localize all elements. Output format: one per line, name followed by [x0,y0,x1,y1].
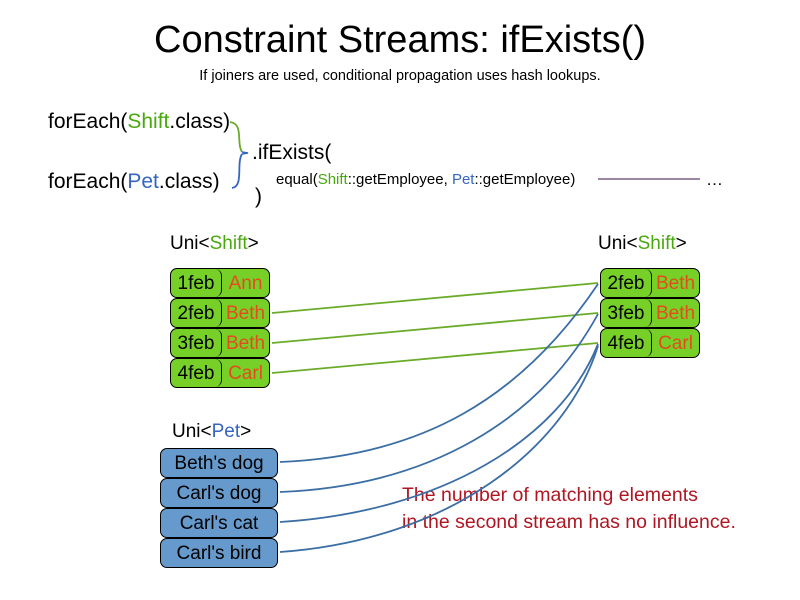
shift-employee: Beth [225,302,266,324]
wire-pet-beths-dog [279,283,599,463]
code-equal-mid: ::getEmployee, [347,171,452,188]
shift-date: 3feb [171,329,222,357]
table-row[interactable]: 4feb Carl [170,358,270,388]
label-type: Shift [637,233,676,254]
annotation-line-1: The number of matching elements [402,484,698,506]
code-equal-type-shift: Shift [317,171,348,188]
shift-employee: Beth [655,272,696,294]
pet-name: Beth's dog [174,452,264,474]
shift-date: 3feb [601,299,652,327]
brace-upper-arm-icon [229,121,243,153]
code-foreach-shift-suffix: .class) [169,110,231,133]
shift-date: 2feb [171,299,222,327]
code-foreach-pet: forEach(Pet.class) [48,169,220,195]
code-equal-suffix: ::getEmployee) [474,171,576,188]
code-equal-type-pet: Pet [451,171,475,188]
wire-shift-2feb [271,282,599,314]
code-foreach-shift: forEach(Shift.class) [48,109,230,135]
code-foreach-pet-type: Pet [127,170,159,193]
table-row[interactable]: 1feb Ann [170,268,270,298]
code-equal-joiner: equal(Shift::getEmployee, Pet::getEmploy… [276,170,575,189]
code-ellipsis: … [706,170,723,189]
annotation-line-2: in the second stream has no influence. [402,511,736,533]
wire-pet-carls-dog [279,313,599,493]
shift-employee: Beth [655,302,696,324]
table-row[interactable]: 3feb Beth [170,328,270,358]
table-row[interactable]: 2feb Beth [170,298,270,328]
table-row[interactable]: 4feb Carl [600,328,700,358]
shift-date: 1feb [171,269,222,297]
brace-tip-icon [241,151,249,155]
page-subtitle: If joiners are used, conditional propaga… [199,68,601,84]
shift-date: 4feb [601,329,652,357]
wire-shift-4feb [271,342,599,374]
label-suffix: > [247,233,259,254]
label-prefix: Uni< [598,233,638,254]
code-if-exists: .ifExists( [252,141,332,164]
label-type: Shift [209,233,248,254]
list-item[interactable]: Carl's bird [160,538,278,568]
label-type: Pet [211,421,241,442]
code-equal-prefix: equal( [276,171,318,188]
pet-name: Carl's bird [176,542,262,564]
code-foreach-pet-suffix: .class) [158,170,220,193]
list-item[interactable]: Beth's dog [160,448,278,478]
shift-employee: Ann [228,272,263,294]
list-item[interactable]: Carl's cat [160,508,278,538]
code-foreach-shift-prefix: forEach( [48,110,128,133]
list-item[interactable]: Carl's dog [160,478,278,508]
pet-name: Carl's dog [176,482,262,504]
label-suffix: > [675,233,687,254]
stream-label-left-shift: Uni<Shift> [170,232,259,255]
shift-date: 2feb [601,269,652,297]
table-row[interactable]: 2feb Beth [600,268,700,298]
label-prefix: Uni< [170,233,210,254]
code-close-paren: ) [255,185,262,208]
table-row[interactable]: 3feb Beth [600,298,700,328]
pet-name: Carl's cat [179,512,259,534]
shift-employee: Beth [225,332,266,354]
code-foreach-shift-type: Shift [127,110,170,133]
shift-employee: Carl [658,332,693,354]
label-suffix: > [240,421,252,442]
code-foreach-pet-prefix: forEach( [48,170,128,193]
wire-shift-3feb [271,312,599,344]
shift-date: 4feb [171,359,222,387]
annotation-note: The number of matching elements in the s… [402,482,736,536]
stream-label-left-pet: Uni<Pet> [172,420,251,443]
brace-lower-arm-icon [231,153,243,189]
shift-employee: Carl [228,362,263,384]
label-prefix: Uni< [172,421,212,442]
page-title: Constraint Streams: ifExists() [154,19,646,61]
stream-label-right-shift: Uni<Shift> [598,232,687,255]
